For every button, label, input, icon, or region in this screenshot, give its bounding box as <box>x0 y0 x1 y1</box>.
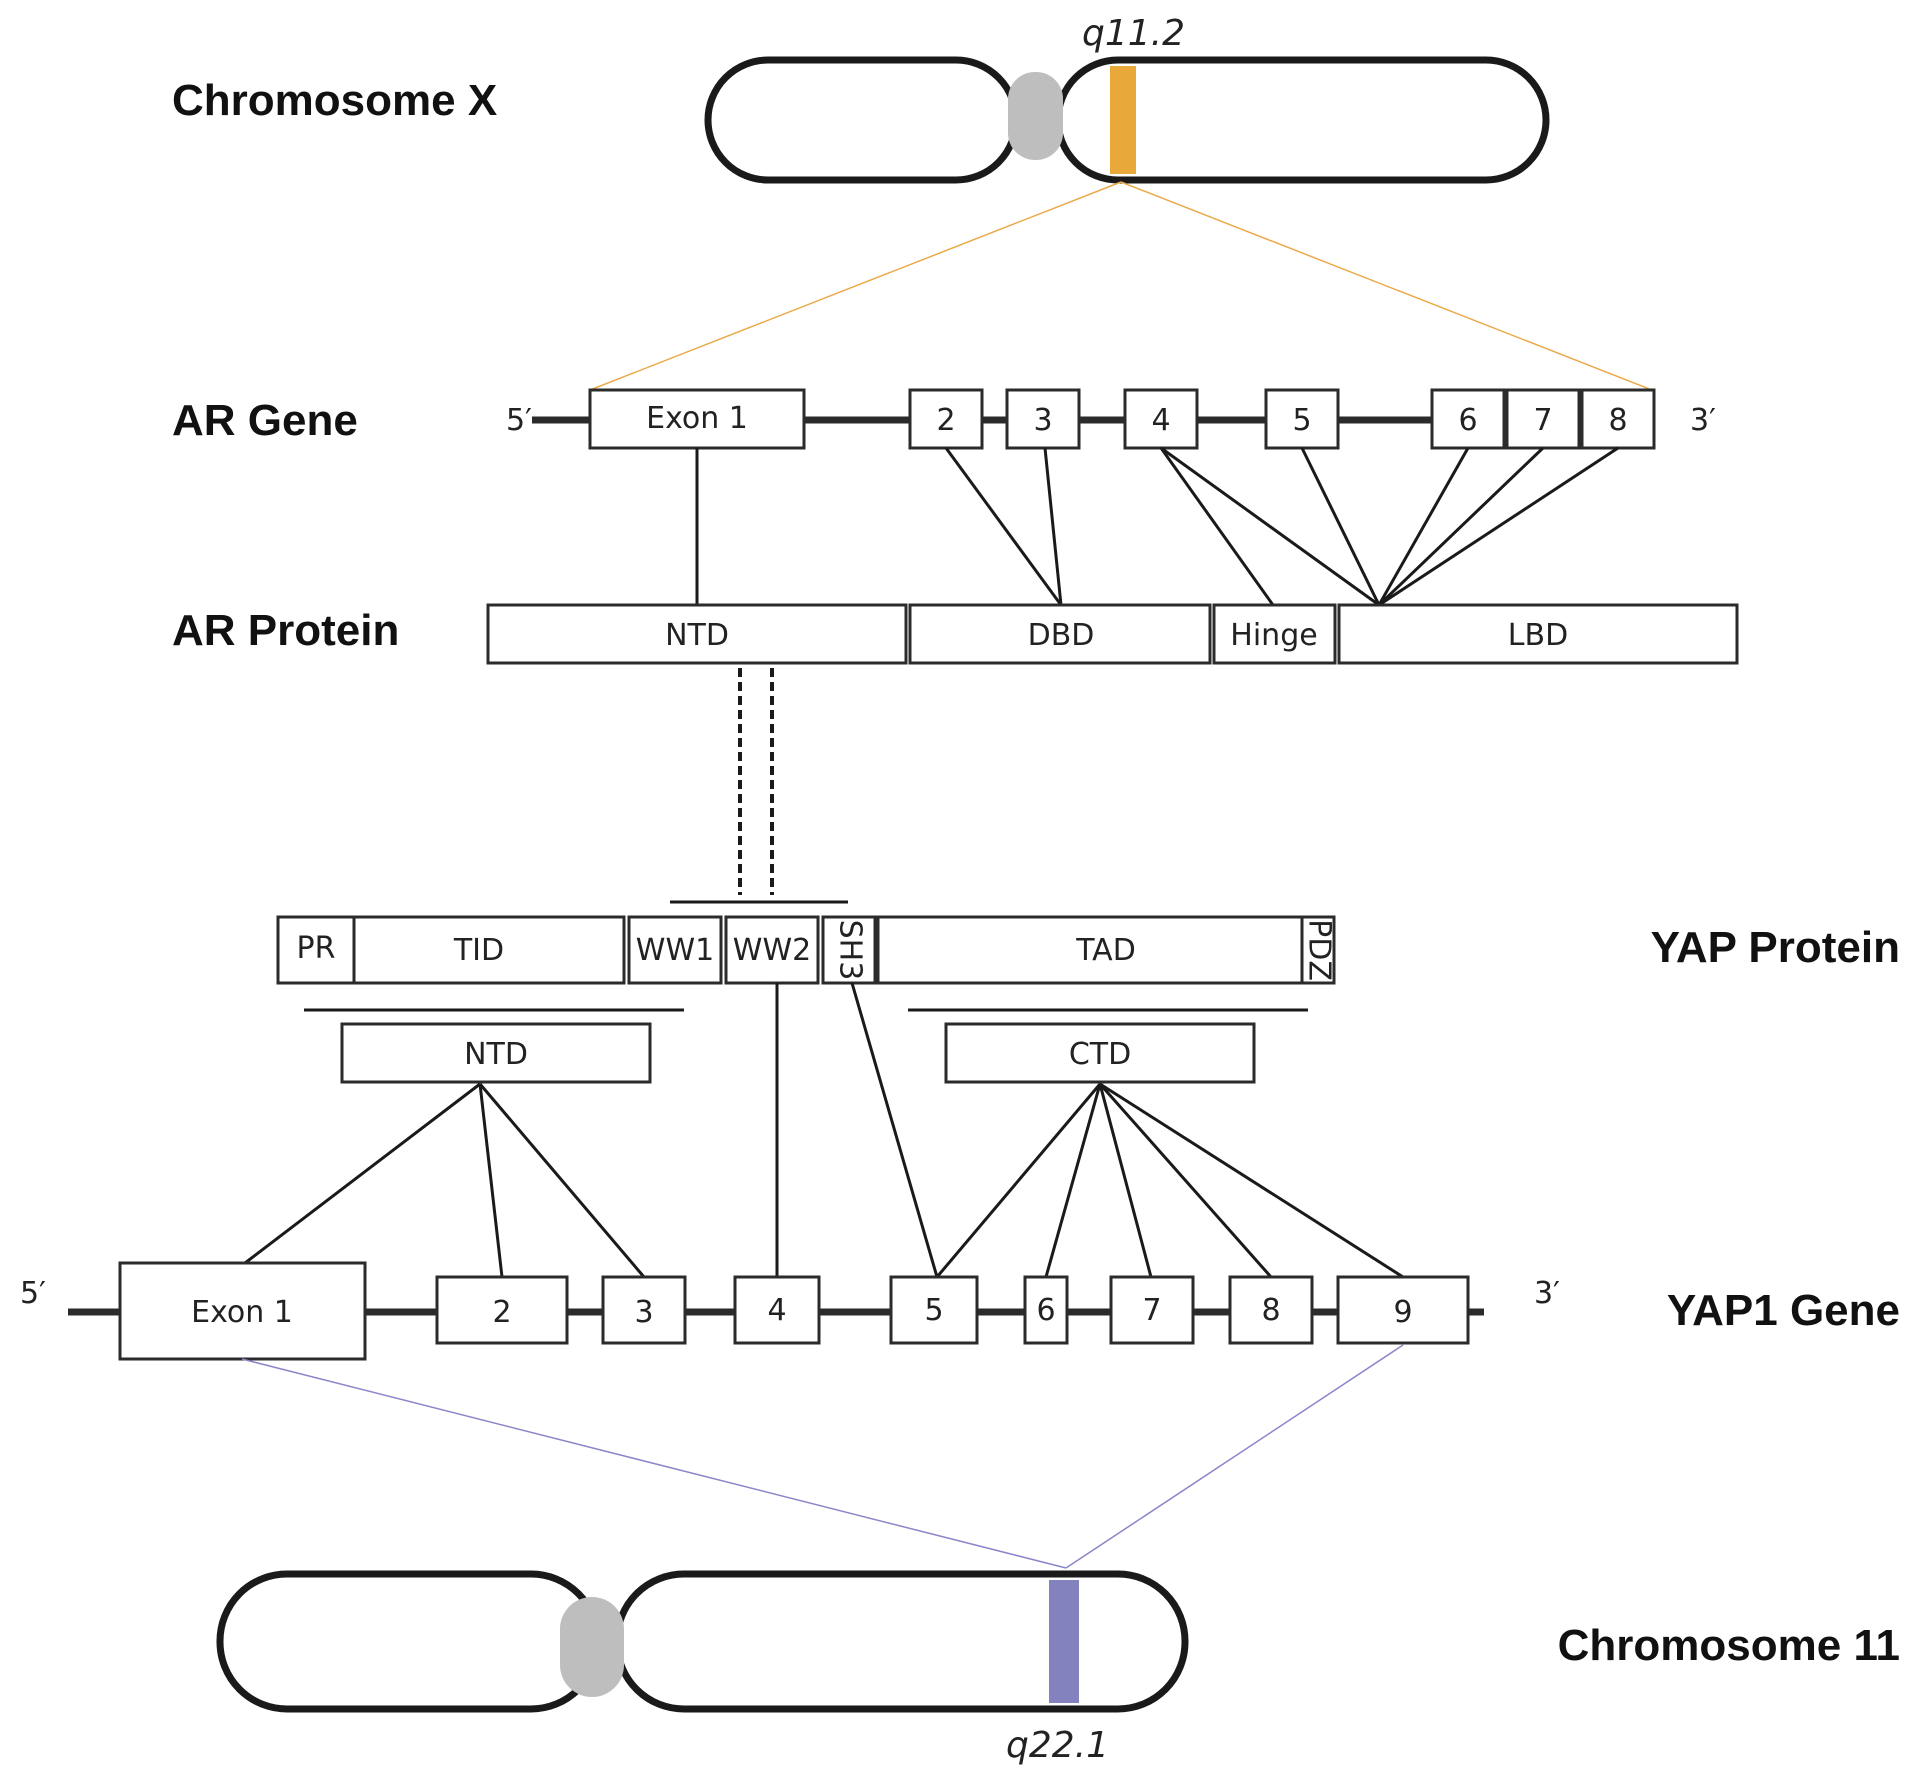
ar-gene-exon-7: 7 <box>1505 388 1581 450</box>
chromosome-x-short-arm <box>704 56 1020 184</box>
chromosome-x-band-q11-2 <box>1110 66 1136 174</box>
svg-text:6: 6 <box>1458 403 1477 438</box>
ar-protein-lbd: LBD <box>1337 603 1739 665</box>
chr11-zoom-line-left <box>241 1358 1067 1569</box>
yap1-gene-label: YAP1 Gene <box>1667 1286 1900 1335</box>
svg-text:TAD: TAD <box>1075 933 1136 968</box>
svg-text:5: 5 <box>1292 403 1311 438</box>
svg-text:LBD: LBD <box>1508 618 1568 653</box>
yap-protein-tid: TID <box>352 915 626 985</box>
chromosome-x <box>704 56 1550 184</box>
chromosome-11-centromere <box>560 1597 624 1697</box>
svg-text:8: 8 <box>1608 403 1627 438</box>
ar-protein-dbd: DBD <box>908 603 1212 665</box>
yap1-gene-exon-6: 6 <box>1023 1275 1069 1345</box>
svg-text:5: 5 <box>924 1293 943 1328</box>
ar-gene-exon-6: 6 <box>1430 388 1506 450</box>
chromosome-11-long-arm <box>613 1570 1189 1713</box>
ar-gene-3prime: 3′ <box>1690 403 1716 438</box>
yap-protein-label: YAP Protein <box>1651 923 1900 972</box>
ar-protein-label: AR Protein <box>172 606 399 655</box>
svg-text:9: 9 <box>1393 1295 1412 1330</box>
svg-text:NTD: NTD <box>665 618 729 653</box>
ar-gene-label: AR Gene <box>172 396 358 445</box>
yap-protein-ww1: WW1 <box>627 915 723 985</box>
svg-text:Exon 1: Exon 1 <box>646 401 748 436</box>
svg-text:Hinge: Hinge <box>1230 618 1317 653</box>
svg-text:4: 4 <box>1151 403 1170 438</box>
chromosome-x-label: Chromosome X <box>172 76 497 125</box>
svg-text:DBD: DBD <box>1028 618 1095 653</box>
svg-text:PR: PR <box>297 931 336 966</box>
yap-protein-pr: PR <box>276 915 356 985</box>
svg-text:6: 6 <box>1036 1293 1055 1328</box>
yap-region-ctd: CTD <box>944 1022 1256 1084</box>
ar-gene-protein-connectors <box>695 446 1619 607</box>
ar-protein-hinge: Hinge <box>1212 603 1337 665</box>
svg-text:WW2: WW2 <box>733 933 811 968</box>
yap-protein-sh3: SH3 <box>821 915 877 985</box>
ar-gene-exon-5: 5 <box>1264 388 1340 450</box>
chromosome-11-label: Chromosome 11 <box>1558 1621 1900 1670</box>
svg-text:NTD: NTD <box>464 1037 528 1072</box>
svg-text:WW1: WW1 <box>636 933 714 968</box>
svg-text:7: 7 <box>1142 1293 1161 1328</box>
yap-protein-pdz: PDZ <box>1300 915 1337 985</box>
ar-gene-exon-3: 3 <box>1005 388 1081 450</box>
chromosome-11-band-label: q22.1 <box>1006 1725 1109 1766</box>
yap1-gene-exon-1: Exon 1 <box>118 1261 367 1361</box>
yap-protein-tad: TAD <box>876 915 1304 985</box>
yap1-gene-exon-5: 5 <box>889 1275 979 1345</box>
yap1-gene-exon-2: 2 <box>435 1275 569 1345</box>
svg-text:2: 2 <box>492 1295 511 1330</box>
svg-text:7: 7 <box>1533 403 1552 438</box>
ar-gene-5prime: 5′ <box>506 403 532 438</box>
chromosome-11-band-q22-1 <box>1049 1580 1079 1703</box>
chromosome-x-centromere <box>1008 72 1063 160</box>
ar-yap-interaction <box>670 668 848 904</box>
ar-gene-exon-4: 4 <box>1123 388 1199 450</box>
svg-text:2: 2 <box>936 403 955 438</box>
yap-protein-ww2: WW2 <box>724 915 820 985</box>
yap1-gene-5prime: 5′ <box>20 1276 46 1311</box>
chromosome-11-short-arm <box>216 1570 602 1713</box>
ar-gene-exon-2: 2 <box>908 388 984 450</box>
svg-text:CTD: CTD <box>1069 1037 1131 1072</box>
yap1-gene-exon-7: 7 <box>1109 1275 1195 1345</box>
svg-text:TID: TID <box>453 933 504 968</box>
svg-text:3: 3 <box>1033 403 1052 438</box>
yap-region-ntd: NTD <box>340 1022 652 1084</box>
yap1-gene-exon-4: 4 <box>733 1275 821 1345</box>
ar-gene-exon-1: Exon 1 <box>588 388 806 450</box>
svg-text:8: 8 <box>1261 1293 1280 1328</box>
svg-text:4: 4 <box>767 1293 786 1328</box>
yap1-gene-exon-3: 3 <box>601 1275 687 1345</box>
svg-text:PDZ: PDZ <box>1302 919 1337 981</box>
ar-gene-exon-8: 8 <box>1580 388 1656 450</box>
chromosome-x-band-label: q11.2 <box>1082 13 1185 54</box>
svg-text:3: 3 <box>634 1295 653 1330</box>
chr11-zoom-line-right <box>1065 1344 1404 1569</box>
ar-protein-ntd: NTD <box>486 603 908 665</box>
chrx-zoom-line-right <box>1120 181 1653 391</box>
yap1-gene-3prime: 3′ <box>1534 1276 1560 1311</box>
chromosome-11 <box>216 1570 1189 1713</box>
svg-text:Exon 1: Exon 1 <box>191 1295 293 1330</box>
chrx-zoom-line-left <box>589 181 1122 391</box>
yap-protein-gene-connectors <box>244 982 1404 1279</box>
yap1-gene-exon-9: 9 <box>1336 1275 1470 1345</box>
yap1-gene-exon-8: 8 <box>1228 1275 1314 1345</box>
svg-text:SH3: SH3 <box>833 920 868 981</box>
